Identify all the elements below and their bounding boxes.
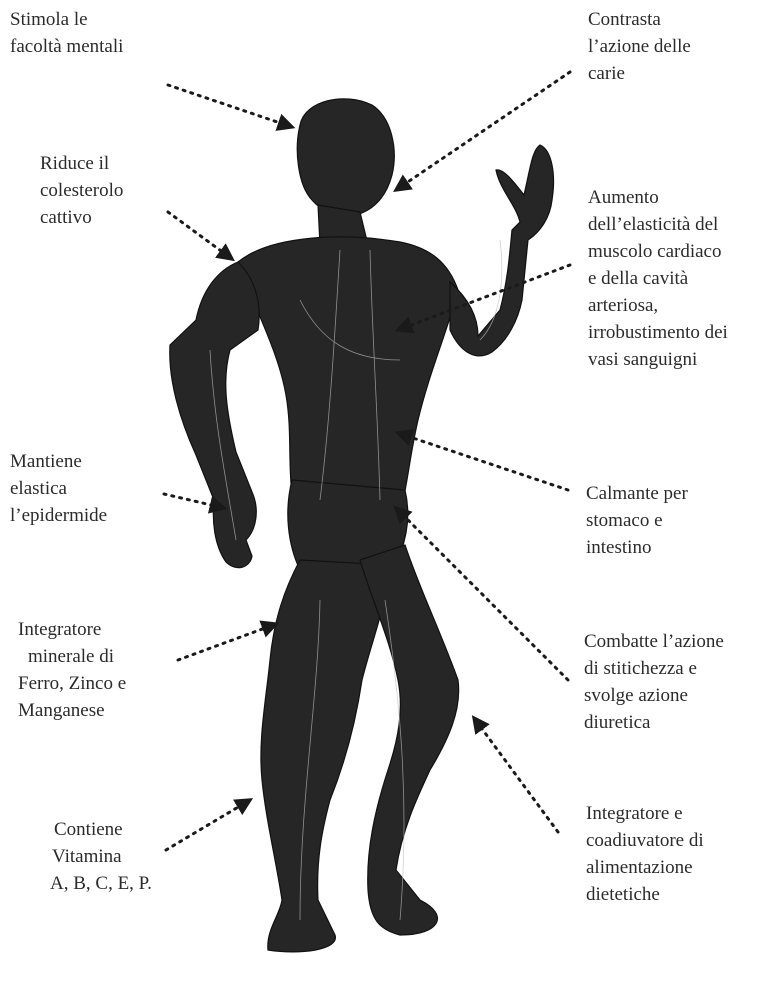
label-dietetiche: Integratore e coadiuvatore di alimentazi… (586, 800, 704, 908)
label-epidermide-line: l’epidermide (10, 502, 107, 529)
figure-arm-left (450, 145, 554, 356)
label-cardiaco-line: e della cavità (588, 265, 728, 292)
label-stitichezza-line: di stitichezza e (584, 655, 724, 682)
label-stitichezza-line: diuretica (584, 709, 724, 736)
label-vitamina-line: A, B, C, E, P. (50, 870, 152, 897)
label-vitamina: Contiene Vitamina A, B, C, E, P. (50, 816, 152, 897)
label-stitichezza: Combatte l’azione di stitichezza e svolg… (584, 628, 724, 736)
label-cardiaco-line: muscolo cardiaco (588, 238, 728, 265)
label-dietetiche-line: dietetiche (586, 881, 704, 908)
label-carie-line: carie (588, 60, 691, 87)
label-minerale-line: Integratore (18, 616, 126, 643)
label-stomaco: Calmante per stomaco e intestino (586, 480, 688, 561)
label-carie-line: Contrasta (588, 6, 691, 33)
label-dietetiche-line: coadiuvatore di (586, 827, 704, 854)
label-carie-line: l’azione delle (588, 33, 691, 60)
label-vitamina-line: Vitamina (50, 843, 152, 870)
arrow-dietetiche (474, 718, 558, 832)
label-epidermide-line: Mantiene (10, 448, 107, 475)
label-minerale-line: minerale di (18, 643, 126, 670)
arrow-stomaco (398, 433, 568, 490)
figure-torso (238, 237, 458, 505)
label-epidermide-line: elastica (10, 475, 107, 502)
label-minerale-line: Manganese (18, 697, 126, 724)
figure-leg-left (360, 545, 459, 935)
label-stimola-line: Stimola le (10, 6, 123, 33)
label-stomaco-line: Calmante per (586, 480, 688, 507)
label-colesterolo-line: Riduce il (40, 150, 123, 177)
label-cardiaco-line: irrobustimento dei (588, 319, 728, 346)
label-colesterolo: Riduce il colesterolo cattivo (40, 150, 123, 231)
human-figure-illustration (170, 99, 554, 952)
label-cardiaco-line: arteriosa, (588, 292, 728, 319)
arrow-stimola (168, 85, 292, 127)
figure-arm-right (170, 262, 259, 568)
label-vitamina-line: Contiene (50, 816, 152, 843)
label-colesterolo-line: colesterolo (40, 177, 123, 204)
label-cardiaco-line: Aumento (588, 184, 728, 211)
arrow-minerale (178, 624, 276, 660)
label-stomaco-line: intestino (586, 534, 688, 561)
label-minerale-line: Ferro, Zinco e (18, 670, 126, 697)
label-stimola: Stimola le facoltà mentali (10, 6, 123, 60)
label-cardiaco: Aumento dell’elasticità del muscolo card… (588, 184, 728, 373)
label-stitichezza-line: svolge azione (584, 682, 724, 709)
label-cardiaco-line: vasi sanguigni (588, 346, 728, 373)
label-dietetiche-line: alimentazione (586, 854, 704, 881)
label-stitichezza-line: Combatte l’azione (584, 628, 724, 655)
label-stimola-line: facoltà mentali (10, 33, 123, 60)
label-colesterolo-line: cattivo (40, 204, 123, 231)
label-epidermide: Mantiene elastica l’epidermide (10, 448, 107, 529)
arrow-colesterolo (168, 212, 232, 259)
label-stomaco-line: stomaco e (586, 507, 688, 534)
label-dietetiche-line: Integratore e (586, 800, 704, 827)
arrow-vitamina (166, 800, 250, 850)
figure-head (297, 99, 394, 217)
label-carie: Contrasta l’azione delle carie (588, 6, 691, 87)
label-minerale: Integratore minerale di Ferro, Zinco e M… (18, 616, 126, 724)
label-cardiaco-line: dell’elasticità del (588, 211, 728, 238)
